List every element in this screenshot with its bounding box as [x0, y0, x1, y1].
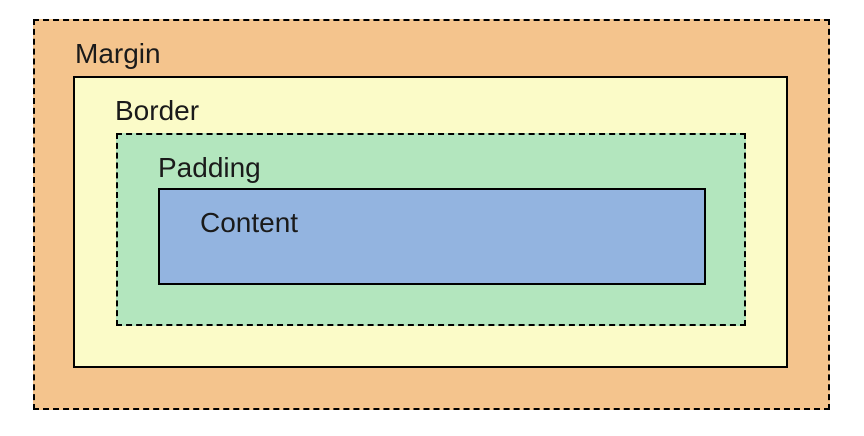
content-label: Content: [200, 207, 299, 238]
border-label: Border: [115, 95, 200, 126]
border-box: Border Padding Content: [73, 76, 788, 368]
margin-label: Margin: [75, 38, 161, 69]
margin-box: Margin Border Padding Content: [33, 19, 830, 410]
padding-box: Padding Content: [116, 133, 746, 326]
content-box: Content: [158, 188, 706, 285]
padding-label: Padding: [158, 152, 261, 183]
